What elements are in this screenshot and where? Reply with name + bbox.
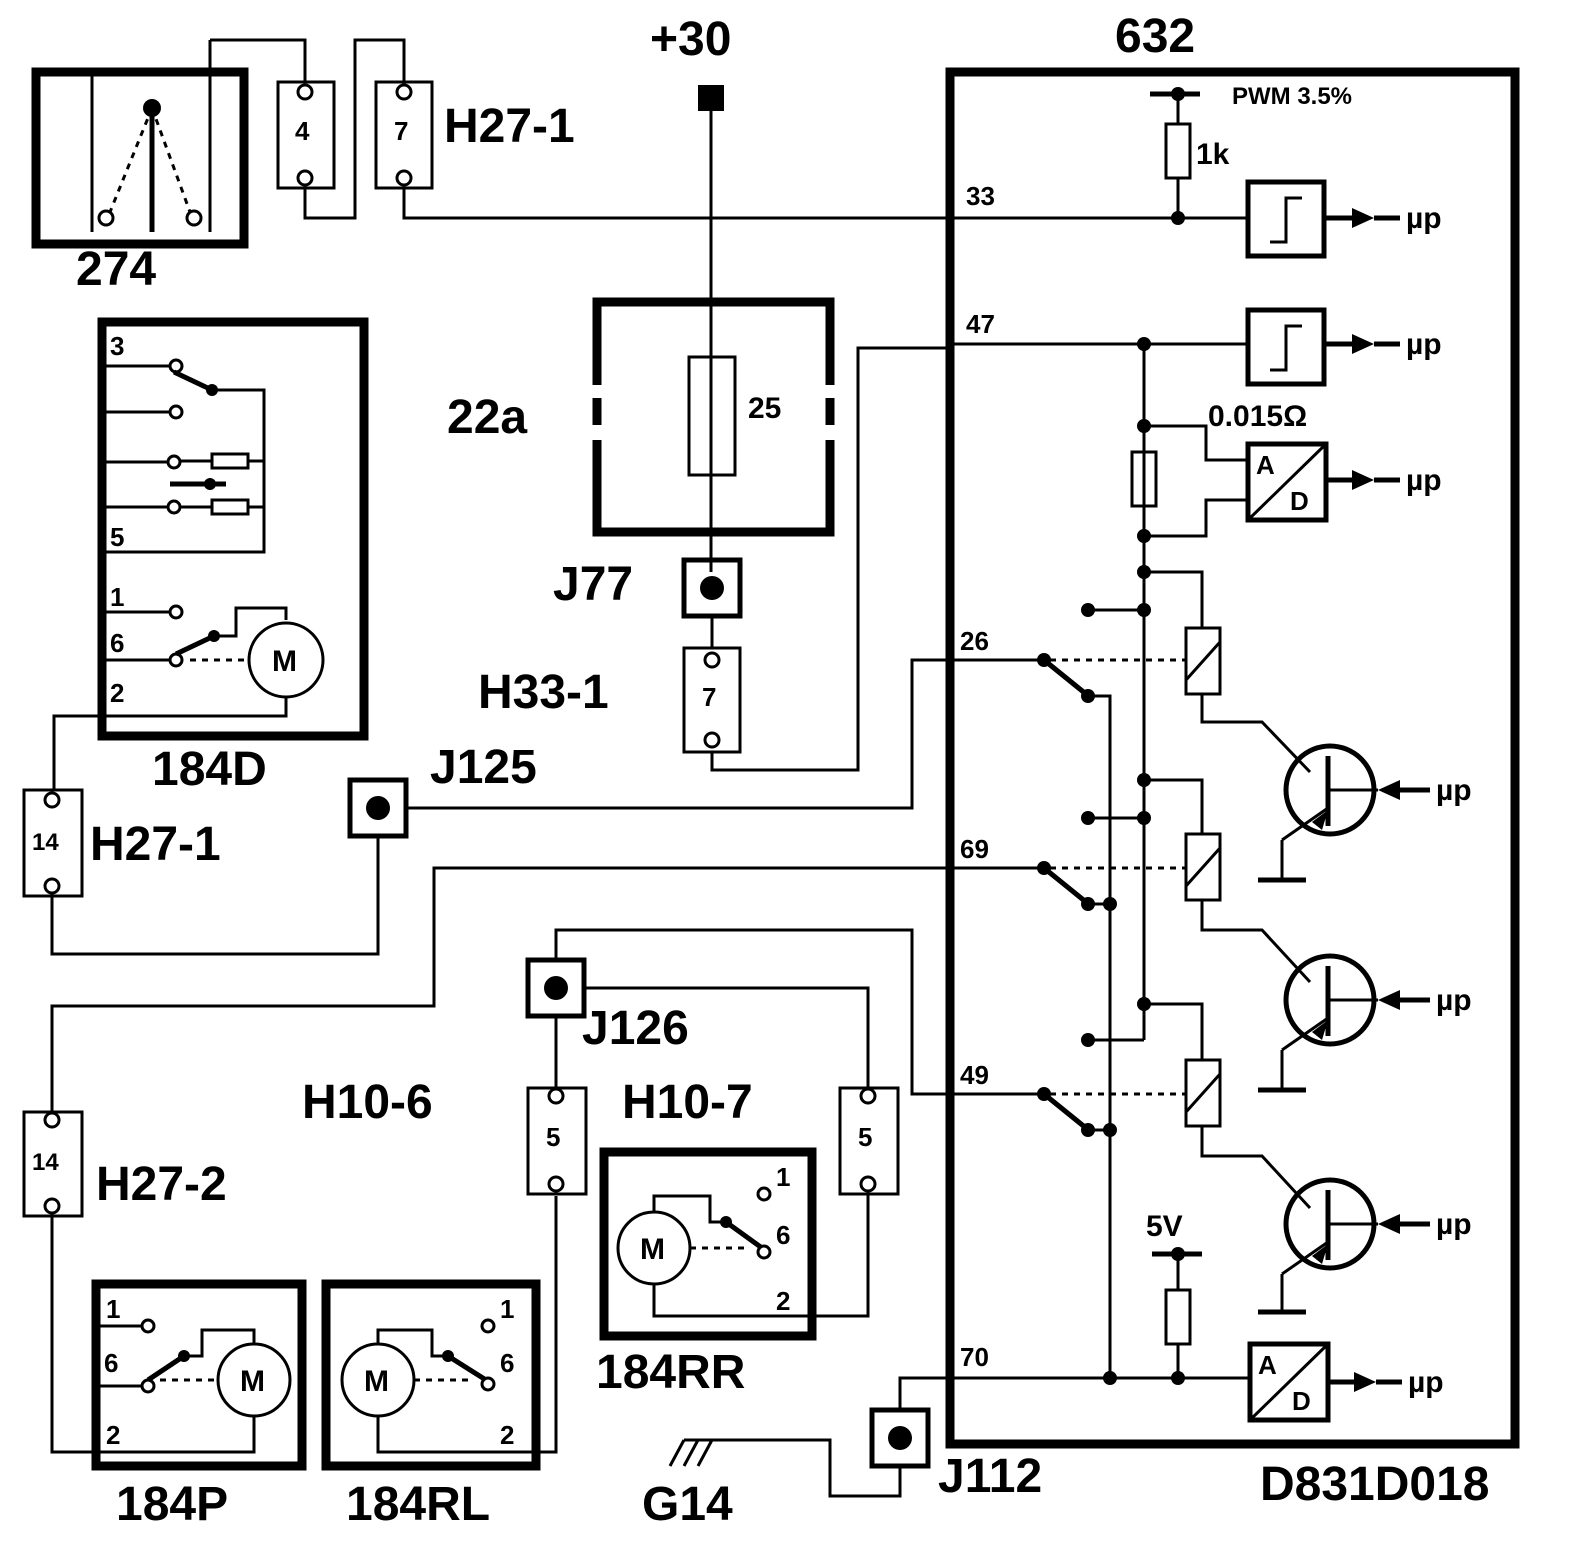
motor-184rr (599, 1147, 817, 1341)
j112-label: J112 (938, 1450, 1042, 1503)
fuse-25 (687, 355, 737, 477)
184p-label: 184P (116, 1478, 228, 1531)
svg-text:6: 6 (110, 628, 124, 658)
transistor-icon (1281, 743, 1378, 842)
svg-text:µp: µp (1408, 1366, 1444, 1399)
svg-text:A: A (1256, 450, 1275, 480)
h27-1-top-label: H27-1 (444, 100, 575, 153)
j77-label: J77 (553, 558, 633, 611)
svg-text:2: 2 (776, 1286, 790, 1316)
wire-h33-to-pin47 (710, 346, 950, 772)
svg-text:70: 70 (960, 1342, 989, 1372)
svg-text:14: 14 (32, 829, 59, 856)
svg-text:6: 6 (500, 1348, 514, 1378)
ecu-632-box (945, 67, 1520, 1449)
transistor-icon (1281, 953, 1378, 1052)
svg-text:2: 2 (110, 678, 124, 708)
svg-text:M: M (364, 1365, 389, 1398)
shunt-label: 0.015Ω (1208, 400, 1307, 433)
pwm-label: PWM 3.5% (1232, 83, 1352, 110)
fuse-label: 25 (748, 392, 781, 425)
relay-coil-icon (1184, 832, 1222, 902)
resistor-1k (1164, 122, 1192, 180)
transistor-icon (1281, 1177, 1378, 1276)
184d-label: 184D (152, 743, 267, 796)
svg-text:1: 1 (106, 1294, 120, 1324)
svg-text:1: 1 (500, 1294, 514, 1324)
switch-274-label: 274 (76, 243, 156, 296)
wire-pin69 (50, 866, 950, 1112)
svg-text:7: 7 (394, 116, 408, 146)
ad-converter-icon: A D (1245, 441, 1329, 523)
svg-text:2: 2 (500, 1420, 514, 1450)
ad-converter-icon: A D (1247, 1341, 1331, 1423)
svg-text:5: 5 (858, 1122, 872, 1152)
j126-label: J126 (582, 1002, 689, 1055)
svg-text:7: 7 (702, 682, 716, 712)
h33-label: H33-1 (478, 666, 609, 719)
svg-text:3: 3 (110, 331, 124, 361)
svg-text:14: 14 (32, 1149, 59, 1176)
svg-text:26: 26 (960, 626, 989, 656)
svg-text:A: A (1258, 1350, 1277, 1380)
fusebox-22a (592, 297, 835, 537)
184rl-label: 184RL (346, 1478, 490, 1531)
j125-label: J125 (430, 741, 537, 794)
wire-274-to-pin33 (402, 188, 950, 220)
supply-terminal (698, 85, 724, 111)
svg-text:D: D (1292, 1386, 1311, 1416)
h10-7-label: H10-7 (622, 1076, 753, 1129)
relay-coil-icon (1184, 1058, 1222, 1128)
shunt-resistor (1130, 450, 1158, 508)
wire-j126-to-pin49 (554, 928, 1044, 1096)
diagram-code: D831D018 (1260, 1458, 1490, 1511)
supply-label: +30 (650, 13, 731, 66)
svg-text:5: 5 (110, 522, 124, 552)
ground-icon (668, 1438, 714, 1467)
184rr-label: 184RR (596, 1346, 745, 1399)
ecu-label: 632 (1115, 10, 1195, 63)
svg-text:69: 69 (960, 834, 989, 864)
svg-text:5: 5 (546, 1122, 560, 1152)
pullup-resistor (1164, 1288, 1192, 1346)
schmitt-trigger-icon (1245, 179, 1327, 259)
svg-text:M: M (272, 645, 297, 678)
h27-2-label: H27-2 (96, 1158, 227, 1211)
svg-text:6: 6 (104, 1348, 118, 1378)
v5-label: 5V (1146, 1210, 1183, 1243)
svg-text:µp: µp (1436, 984, 1472, 1017)
svg-text:2: 2 (106, 1420, 120, 1450)
svg-text:M: M (240, 1365, 265, 1398)
relay-coil-icon (1184, 626, 1222, 696)
svg-text:µp: µp (1436, 774, 1472, 807)
motor-184p (91, 1279, 307, 1471)
r1k-label: 1k (1196, 138, 1230, 171)
svg-text:6: 6 (776, 1220, 790, 1250)
motor-184rl (321, 1279, 541, 1471)
svg-text:D: D (1290, 486, 1309, 516)
schmitt-trigger-icon (1245, 307, 1327, 387)
switch-274 (31, 67, 249, 249)
g14-label: G14 (642, 1478, 733, 1531)
svg-text:µp: µp (1436, 1208, 1472, 1241)
svg-text:µp: µp (1406, 328, 1442, 361)
h10-6-label: H10-6 (302, 1076, 433, 1129)
svg-text:47: 47 (966, 309, 995, 339)
svg-text:4: 4 (295, 116, 310, 146)
svg-text:49: 49 (960, 1060, 989, 1090)
svg-text:33: 33 (966, 181, 995, 211)
svg-text:µp: µp (1406, 464, 1442, 497)
svg-text:1: 1 (776, 1162, 790, 1192)
svg-text:1: 1 (110, 582, 124, 612)
wire-j125-to-pin26 (406, 658, 1044, 810)
svg-text:M: M (640, 1233, 665, 1266)
h27-1-mid-label: H27-1 (90, 818, 221, 871)
wire-j112-to-pin70 (898, 1376, 1250, 1410)
fusebox-label: 22a (447, 391, 527, 444)
svg-text:µp: µp (1406, 202, 1442, 235)
motor-184d (97, 317, 369, 741)
